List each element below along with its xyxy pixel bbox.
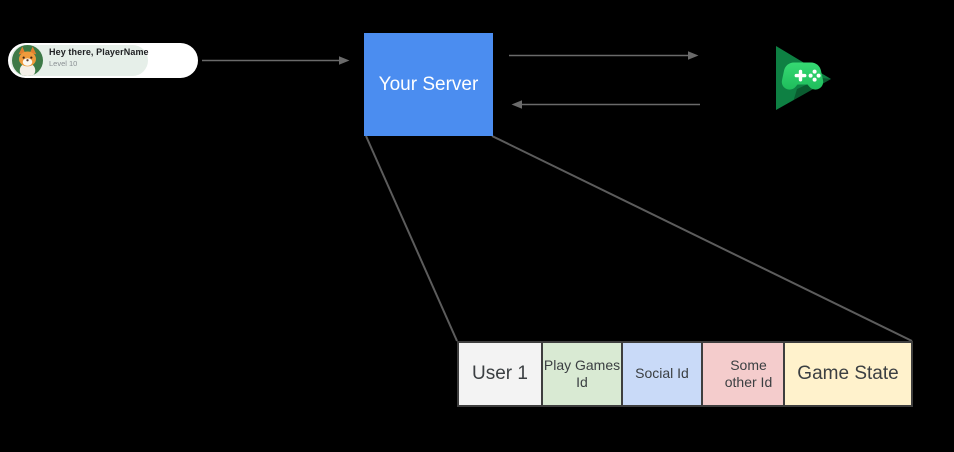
- gamepad-glyph: [781, 62, 824, 90]
- player-greeting-card: Hey there, PlayerName Level 10: [8, 43, 198, 78]
- cell-label-social-id: Social Id: [635, 365, 689, 382]
- arrowhead-right-icon: [339, 56, 350, 65]
- fox-avatar-icon: [12, 45, 43, 76]
- cell-label-game-state: Game State: [797, 363, 899, 385]
- table-cell-social-id: Social Id: [621, 343, 701, 405]
- server-label: Your Server: [378, 73, 479, 95]
- play-games-icon: [773, 42, 833, 114]
- user-record-table: User 1 Play Games Id Social Id Some othe…: [457, 341, 913, 407]
- edge-server-to-table-left: [365, 135, 458, 342]
- table-cell-user: User 1: [459, 343, 541, 405]
- cell-label-some-other-id: Some other Id: [724, 356, 773, 391]
- cell-label-play-games-id: Play Games Id: [543, 356, 621, 391]
- player-level-label: Level 10: [49, 59, 78, 69]
- cell-label-user: User 1: [472, 363, 528, 385]
- your-server-node: Your Server: [364, 33, 493, 136]
- edge-server-to-table-right: [491, 135, 913, 342]
- table-cell-some-other-id: Some other Id: [701, 343, 783, 405]
- arrowhead-left-icon: [511, 100, 522, 109]
- arrowhead-right-icon: [688, 51, 699, 60]
- table-cell-play-games-id: Play Games Id: [541, 343, 621, 405]
- greeting-title: Hey there, PlayerName: [49, 47, 149, 57]
- table-cell-game-state: Game State: [783, 343, 911, 405]
